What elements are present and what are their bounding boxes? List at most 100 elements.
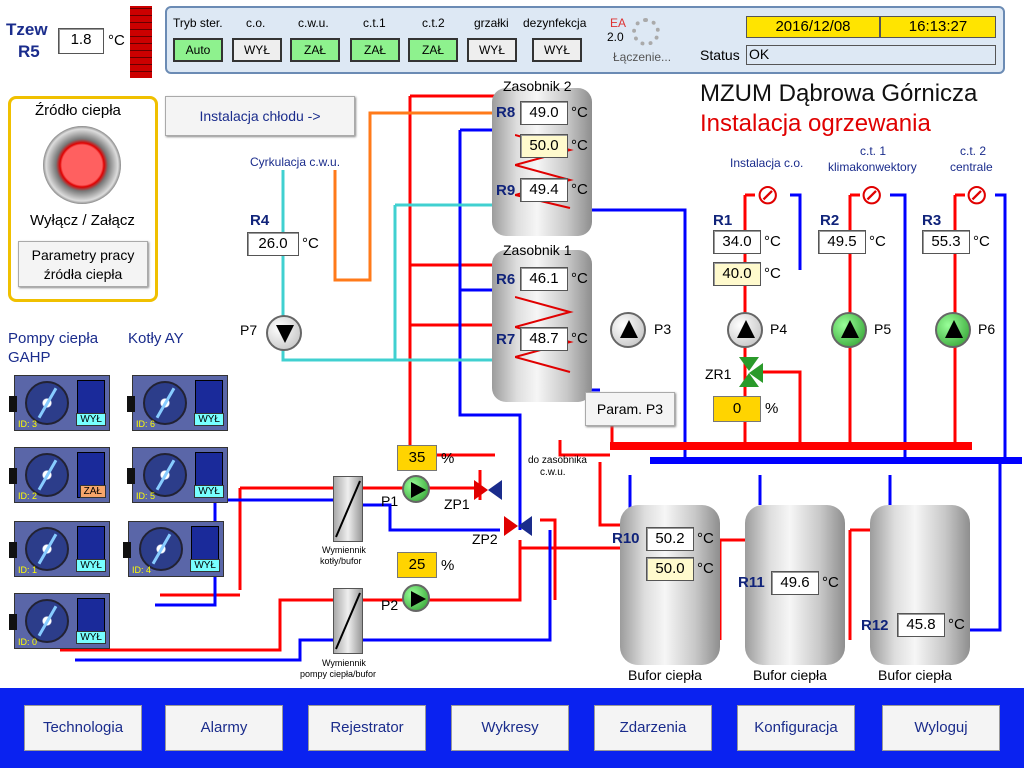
P1-percent-unit: % [441,450,455,467]
mode-label-grzalki: grzałki [474,16,509,30]
P4-label: P4 [770,321,788,337]
ZR1-label: ZR1 [705,366,732,382]
boiler-unit-id: ID: 6 [136,419,156,429]
nav-wykresy-button[interactable]: Wykresy [451,705,569,751]
nav-zdarzenia-button[interactable]: Zdarzenia [594,705,712,751]
exchanger-heatpump-buffer [333,588,363,654]
P3-pump-icon[interactable] [610,312,646,348]
gahp-unit-id: ID: 0 [18,637,38,647]
boiler-unit-state: WYŁ [194,485,224,498]
P2-label: P2 [381,597,399,613]
ZR1-percent[interactable]: 0 [713,396,761,422]
R2-value: 49.5 [818,230,866,254]
boiler-unit-state: WYŁ [190,559,220,572]
R1-setpoint[interactable]: 40.0 [713,262,761,286]
ZR1-percent-unit: % [765,400,779,417]
nav-technologia-button[interactable]: Technologia [24,705,142,751]
R1-unit: °C [764,233,781,250]
boiler-unit-4[interactable]: WYŁ ID: 4 [123,521,224,577]
ZP1-valve-icon[interactable] [474,478,504,502]
status-label: Status [700,47,740,63]
R8-setpoint[interactable]: 50.0 [520,134,568,158]
cooling-link-button[interactable]: Instalacja chłodu -> [165,96,355,136]
mode-co-button[interactable]: WYŁ [232,38,282,62]
mode-tryb-button[interactable]: Auto [173,38,223,62]
mode-ct2-button[interactable]: ZAŁ [408,38,458,62]
P1-label: P1 [381,493,399,509]
flow-meter-co-icon: ⊘ [756,179,780,210]
P4-pump-icon[interactable] [727,312,763,348]
param-p3-button[interactable]: Param. P3 [585,392,675,426]
R8-setpoint-unit: °C [571,137,588,154]
heat-source-params-button[interactable]: Parametry pracy źródła ciepła [18,241,148,287]
gahp-unit-state: WYŁ [76,559,106,572]
nav-alarmy-button[interactable]: Alarmy [165,705,283,751]
R7-tag: R7 [496,331,516,348]
gahp-unit-id: ID: 3 [18,419,38,429]
R11-unit: °C [822,574,839,591]
ea-logo: EA [610,16,627,30]
mode-label-tryb: Tryb ster. [173,16,223,30]
time-display: 16:13:27 [880,16,996,38]
mode-label-cwu: c.w.u. [298,16,329,30]
ZR1-valve-icon[interactable] [735,357,763,389]
to-tank-label-2: c.w.u. [540,467,566,478]
R10-setpoint[interactable]: 50.0 [646,557,694,581]
nav-wyloguj-button[interactable]: Wyloguj [882,705,1000,751]
R9-tag: R9 [496,182,516,199]
P7-label: P7 [240,322,258,338]
mode-cwu-button[interactable]: ZAŁ [290,38,340,62]
mode-dezynfekcja-button[interactable]: WYŁ [532,38,582,62]
P2-pump-icon[interactable] [402,584,430,612]
tank-z2-label: Zasobnik 2 [503,78,572,94]
heat-source-toggle-label: Wyłącz / Załącz [30,212,135,229]
cwu-circulation-label: Cyrkulacja c.w.u. [250,155,341,169]
R9-value: 49.4 [520,178,568,202]
gahp-unit-state: ZAŁ [79,485,106,498]
circuit-co-label: Instalacja c.o. [730,156,804,170]
pipe-network [60,94,1022,662]
P6-pump-icon[interactable] [935,312,971,348]
boiler-unit-id: ID: 4 [132,565,152,575]
mode-ct1-button[interactable]: ZAŁ [350,38,400,62]
R10-tag: R10 [612,530,640,547]
R2-tag: R2 [820,212,840,229]
P2-percent[interactable]: 25 [397,552,437,578]
ZP2-valve-icon[interactable] [504,514,534,538]
gahp-unit-0[interactable]: WYŁ ID: 0 [9,593,110,649]
exchanger-a-label-1: Wymiennik [322,545,366,555]
heat-source-toggle-button[interactable] [43,126,121,204]
nav-konfiguracja-button[interactable]: Konfiguracja [737,705,855,751]
gahp-unit-1[interactable]: WYŁ ID: 1 [9,521,110,577]
R8-unit: °C [571,104,588,121]
gahp-unit-id: ID: 1 [18,565,38,575]
P1-pump-icon[interactable] [402,475,430,503]
P3-label: P3 [654,321,672,337]
ea-version: 2.0 [607,30,624,44]
mode-label-dezynfekcja: dezynfekcja [523,16,587,30]
P5-pump-icon[interactable] [831,312,867,348]
boiler-group-label: Kotły AY [128,330,184,347]
nav-rejestrator-button[interactable]: Rejestrator [308,705,426,751]
R11-tag: R11 [738,574,765,591]
gahp-group-label-1: Pompy ciepła [8,330,99,347]
R2-unit: °C [869,233,886,250]
P7-pump-icon[interactable] [266,315,302,351]
R3-value: 55.3 [922,230,970,254]
page-subtitle: Instalacja ogrzewania [700,110,931,137]
R12-unit: °C [948,616,965,633]
R6-tag: R6 [496,271,516,288]
exchanger-a-label-2: kotły/bufor [320,556,362,566]
P1-percent[interactable]: 35 [397,445,437,471]
mode-grzalki-button[interactable]: WYŁ [467,38,517,62]
mode-label-ct2: c.t.2 [422,16,445,30]
buffer-2-label: Bufor ciepła [753,667,827,683]
P2-percent-unit: % [441,557,455,574]
exchanger-boiler-buffer [333,476,363,542]
status-value: OK [746,45,996,65]
gahp-unit-state: WYŁ [76,631,106,644]
